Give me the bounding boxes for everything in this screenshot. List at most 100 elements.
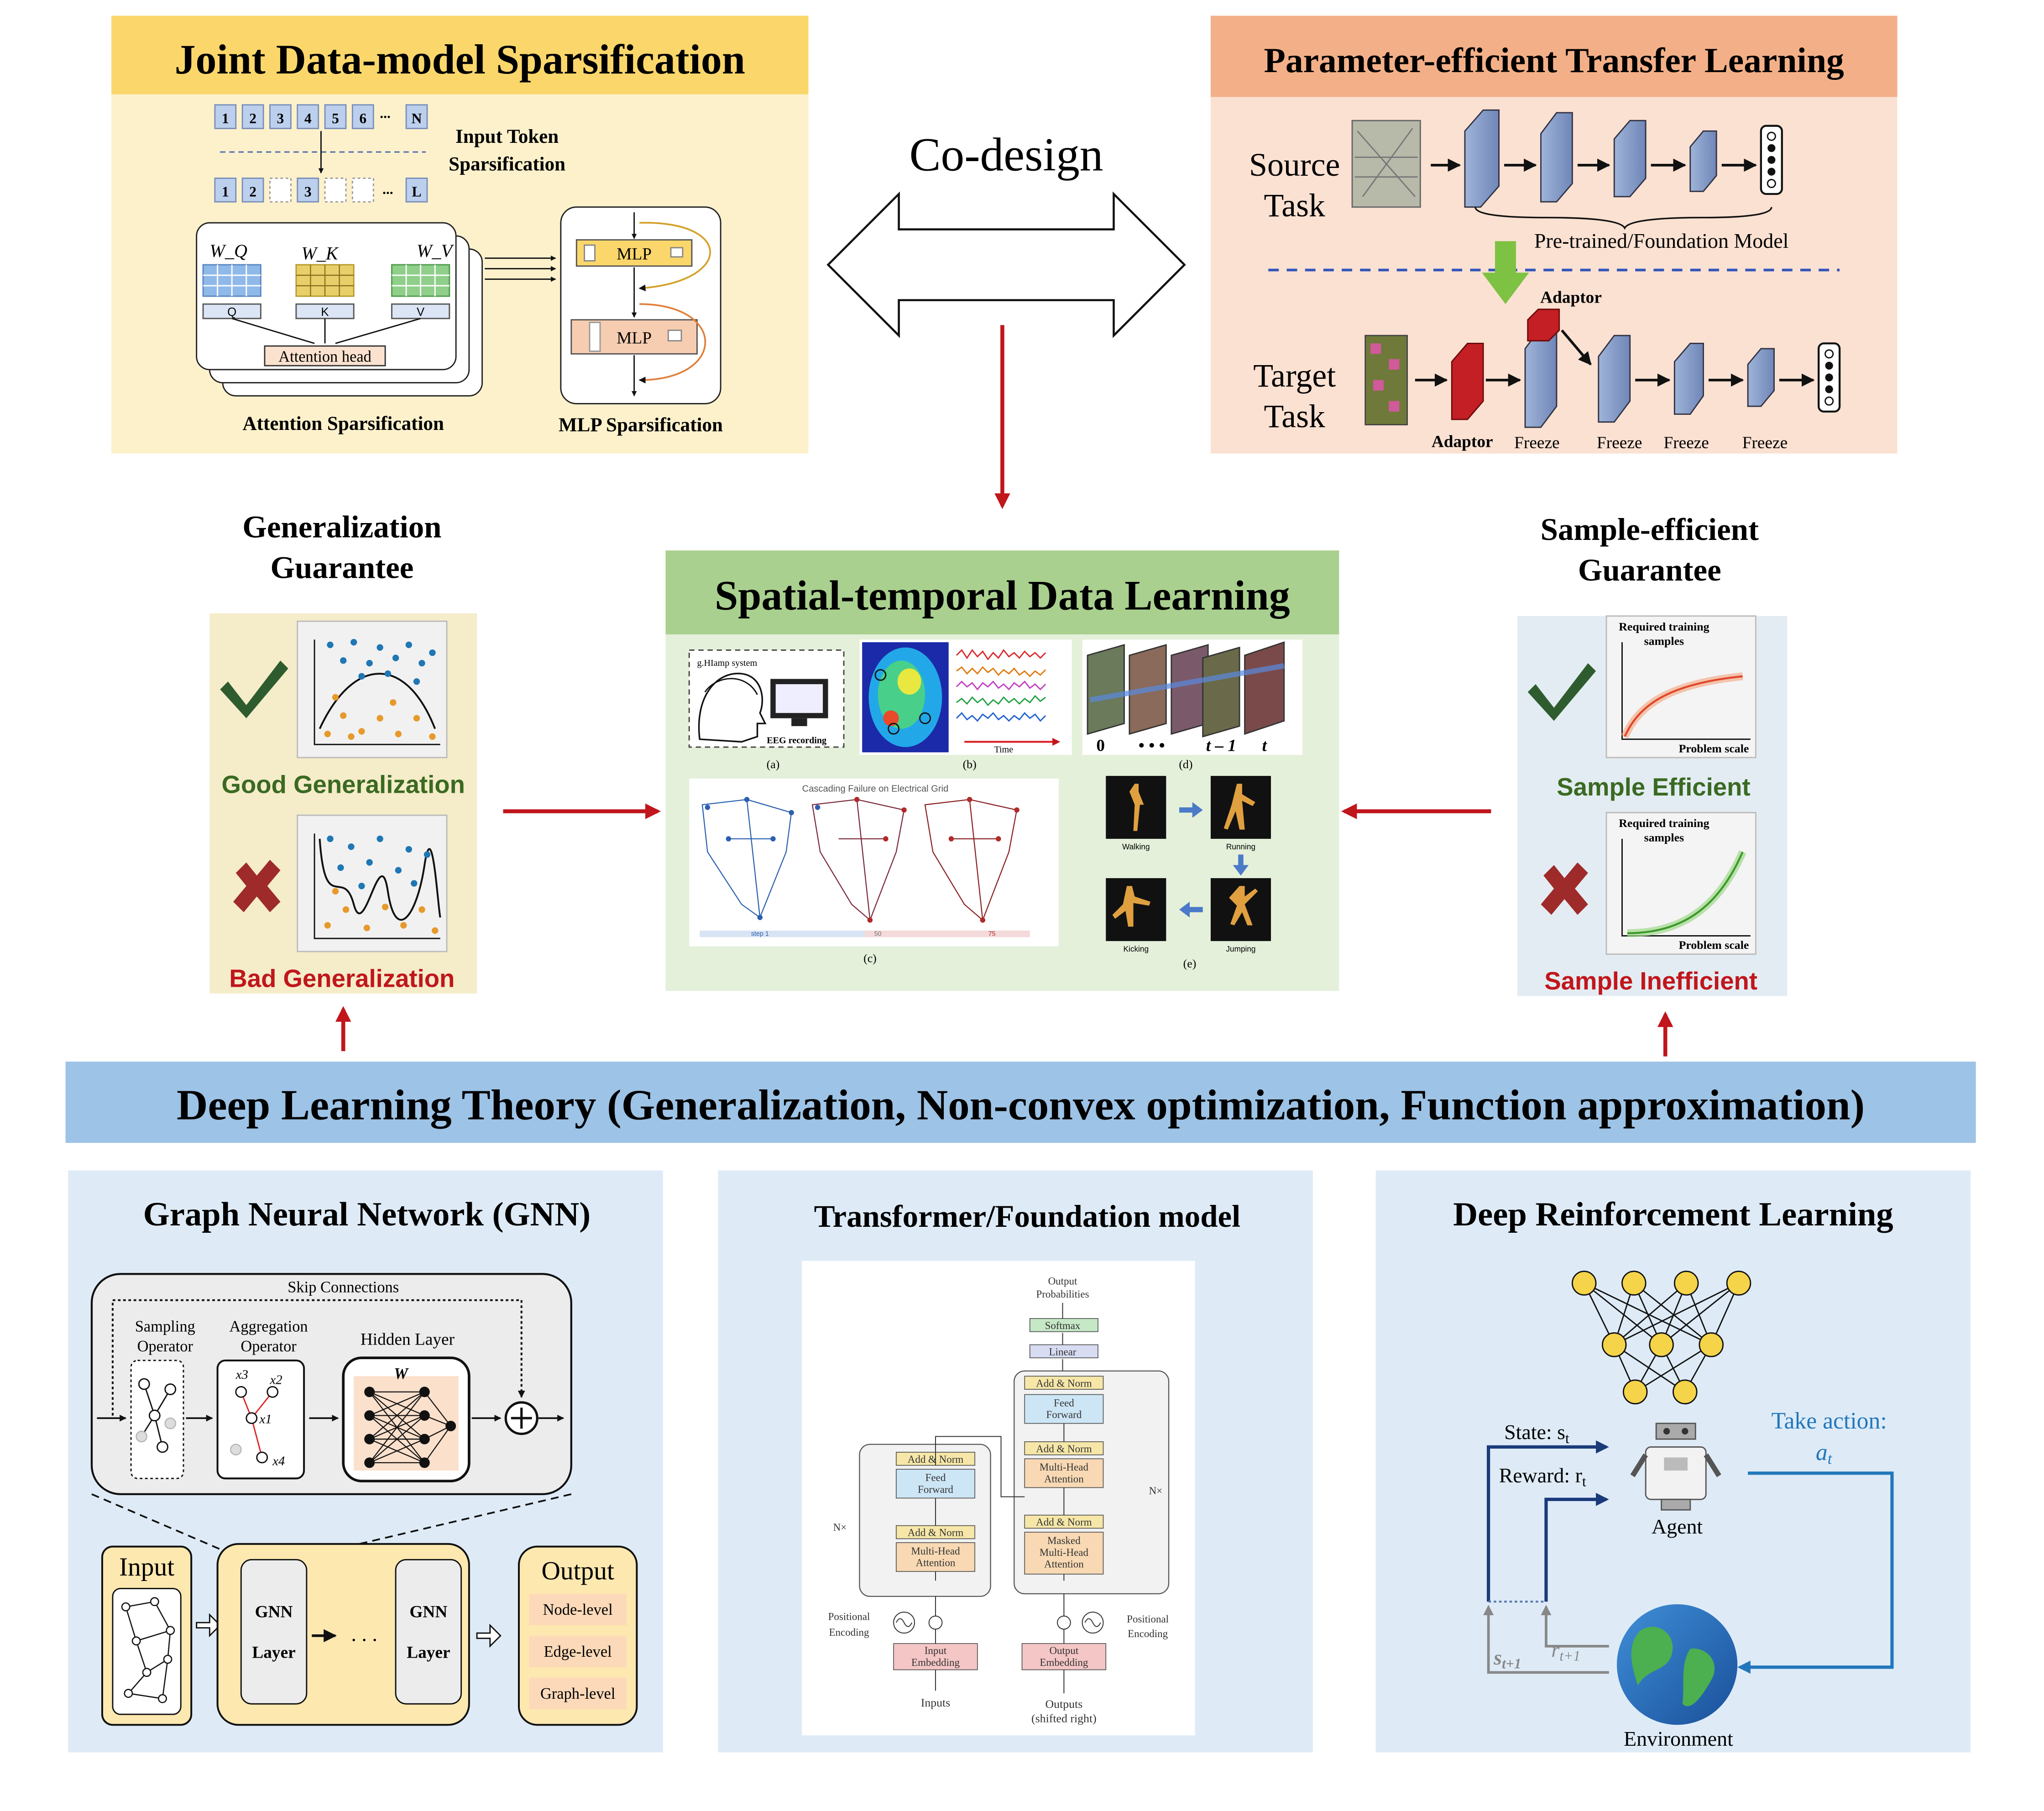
dots-label: . . .	[351, 1622, 377, 1645]
drl-panel: Deep Reinforcement Learning Agent State:…	[1375, 1170, 1971, 1753]
cross-icon	[233, 859, 281, 912]
tf-add-norm: Add & Norm	[1036, 1517, 1092, 1528]
neural-net-icon	[1571, 1271, 1751, 1405]
mlp-label-2: MLP	[617, 329, 652, 347]
bad-generalization: Bad Generalization	[229, 964, 455, 992]
tf-masked: Multi-Head	[1040, 1547, 1089, 1558]
tf-softmax: Softmax	[1045, 1320, 1081, 1331]
axis-label-y: Required training	[1619, 817, 1709, 830]
tf-pos-enc: Positional	[828, 1611, 870, 1622]
ghiamp-label: g.HIamp system	[697, 658, 757, 668]
freeze-label: Freeze	[1742, 434, 1788, 452]
sample-inefficient: Sample Inefficient	[1544, 967, 1757, 995]
axis-label-x: Problem scale	[1679, 938, 1749, 952]
generalization-panel: Generalization Guarantee Good Generaliza…	[209, 509, 477, 994]
token: 5	[332, 110, 339, 126]
tf-nx: N×	[833, 1522, 847, 1533]
token: 1	[222, 184, 229, 200]
check-icon	[1527, 663, 1596, 721]
drl-title: Deep Reinforcement Learning	[1453, 1195, 1893, 1233]
graph-level: Graph-level	[540, 1685, 615, 1702]
theory-bar	[65, 1062, 1976, 1143]
time-label: Time	[994, 744, 1013, 754]
token: 2	[249, 110, 256, 126]
samp-title: Sample-efficient	[1541, 512, 1759, 547]
frame-label: 0	[1096, 737, 1105, 755]
edge-level: Edge-level	[544, 1643, 612, 1660]
tokens-bottom: 1 2 3 ... L	[214, 178, 428, 203]
gnn-title: Graph Neural Network (GNN)	[143, 1195, 591, 1233]
codesign-label: Co-design	[910, 129, 1103, 181]
gnn-panel: Graph Neural Network (GNN) Skip Connecti…	[68, 1170, 663, 1753]
tf-output-emb: Output	[1049, 1645, 1078, 1656]
label-b: (b)	[963, 758, 977, 771]
adaptor-top-label: Adaptor	[1540, 288, 1602, 307]
petl-title: Parameter-efficient Transfer Learning	[1264, 41, 1844, 80]
gnn-layer-label: GNN	[255, 1603, 293, 1622]
sample-efficient: Sample Efficient	[1557, 773, 1750, 801]
mlp-label-1: MLP	[617, 245, 652, 264]
token: ...	[382, 181, 393, 197]
transformer-panel: Transformer/Foundation model Output Prob…	[718, 1170, 1313, 1753]
tf-nx: N×	[1149, 1485, 1163, 1497]
tf-add-norm: Add & Norm	[1036, 1377, 1092, 1389]
axis-label-y: samples	[1644, 831, 1684, 844]
source-label: Task	[1264, 187, 1325, 224]
environment-label: Environment	[1624, 1727, 1733, 1750]
kicking-label: Kicking	[1124, 944, 1149, 953]
attention-head-label: Attention head	[278, 348, 371, 366]
adaptor-bottom-label: Adaptor	[1432, 432, 1493, 451]
tf-output-probs: Output	[1048, 1275, 1077, 1287]
good-fit-plot	[297, 620, 448, 759]
petl-panel: Parameter-efficient Transfer Learning So…	[1210, 16, 1898, 454]
q-label: Q	[227, 306, 236, 319]
cascading-title: Cascading Failure on Electrical Grid	[802, 784, 948, 794]
transfer-arrow	[1482, 241, 1529, 304]
attention-stack: W_Q W_K W_V Q K V Attention head	[196, 222, 483, 397]
tf-mha: Attention	[916, 1557, 956, 1569]
tf-mha: Attention	[1044, 1473, 1084, 1485]
tf-masked: Attention	[1044, 1559, 1084, 1570]
node-level: Node-level	[543, 1601, 613, 1618]
token: 1	[222, 110, 229, 126]
source-label: Source	[1249, 147, 1340, 183]
gnn-layer-label: GNN	[409, 1603, 447, 1622]
eeg-label: EEG recording	[767, 735, 826, 745]
tf-feed: Feed	[1054, 1397, 1074, 1408]
tf-feed: Feed	[925, 1472, 946, 1483]
reward-label: Reward: rt	[1499, 1464, 1586, 1490]
codesign-arrow: Co-design	[826, 129, 1186, 338]
agent-label: Agent	[1652, 1515, 1703, 1538]
gnn-layer-label: Layer	[407, 1644, 450, 1662]
wk-label: W_K	[301, 243, 339, 264]
token: ...	[380, 105, 391, 121]
check-icon	[220, 660, 288, 718]
tf-linear: Linear	[1049, 1346, 1077, 1357]
s-next-label: st+1	[1493, 1646, 1521, 1672]
tf-inputs: Inputs	[921, 1696, 951, 1709]
token: 3	[304, 184, 312, 200]
frame-label: t	[1262, 737, 1267, 755]
mlp-box: MLP MLP	[560, 206, 721, 404]
k-label: K	[321, 306, 329, 319]
running-label: Running	[1226, 842, 1255, 851]
samp-title: Guarantee	[1578, 553, 1721, 587]
label-a: (a)	[767, 758, 780, 771]
tf-outputs: Outputs	[1045, 1697, 1082, 1711]
hidden-layer-label: Hidden Layer	[361, 1330, 455, 1349]
output-label: Output	[541, 1556, 614, 1585]
take-action-label: Take action:	[1772, 1408, 1887, 1434]
gen-title: Generalization	[242, 509, 441, 544]
gen-title: Guarantee	[270, 550, 413, 585]
aggregation-label: Aggregation	[230, 1318, 308, 1335]
step-label: step 1	[751, 930, 769, 937]
sampling-label: Sampling	[135, 1318, 195, 1335]
tokens-top: 1 2 3 4 5 6 ... N	[214, 104, 428, 129]
wv-label: W_V	[417, 241, 455, 261]
step-label: 50	[874, 930, 882, 937]
freeze-label: Freeze	[1514, 434, 1559, 452]
tf-output-probs: Probabilities	[1036, 1288, 1089, 1300]
gnn-layer-label: Layer	[252, 1644, 295, 1662]
x2-label: x2	[269, 1373, 282, 1387]
